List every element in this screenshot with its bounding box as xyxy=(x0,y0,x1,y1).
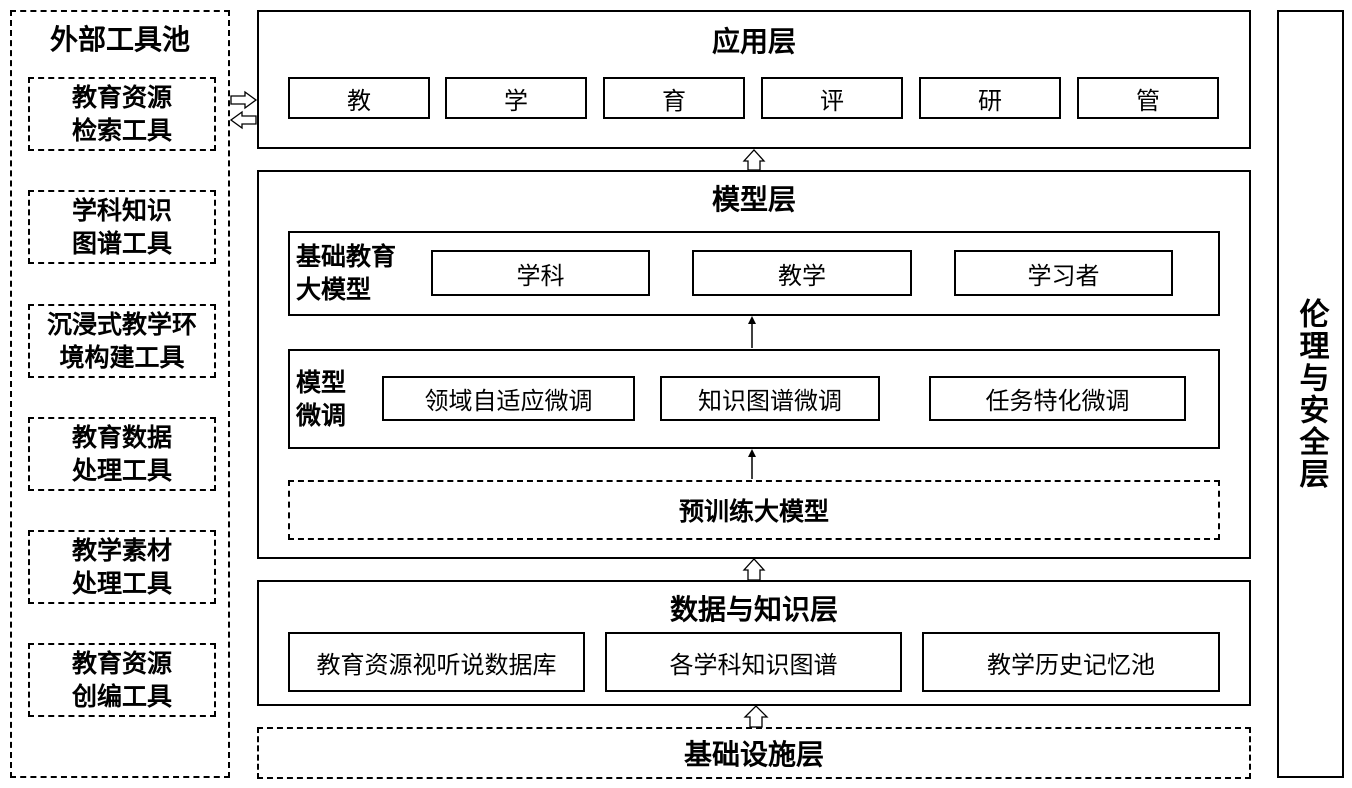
finetune-item-domain: 领域自适应微调 xyxy=(382,376,635,421)
external-tool-pool-title: 外部工具池 xyxy=(49,23,190,56)
ethics-safety-layer-title: 伦理与安全层 xyxy=(1293,298,1329,490)
tool-material: 教学素材 处理工具 xyxy=(28,530,216,604)
hollow-arrow-up-infra-data xyxy=(743,705,769,728)
base-model-item-subject: 学科 xyxy=(431,250,650,296)
data-item-subject-kg: 各学科知识图谱 xyxy=(605,632,902,692)
hollow-arrow-up-data-model xyxy=(742,558,766,581)
finetune-item-kg: 知识图谱微调 xyxy=(660,376,880,421)
hollow-arrow-up-model-app xyxy=(742,149,766,171)
data-knowledge-layer-title: 数据与知识层 xyxy=(669,593,838,626)
tool-immersive-env: 沉浸式教学环 境构建工具 xyxy=(28,304,216,378)
base-model-label: 基础教育 大模型 xyxy=(296,242,397,304)
data-item-av-database: 教育资源视听说数据库 xyxy=(288,632,585,692)
infrastructure-layer: 基础设施层 xyxy=(257,727,1251,779)
tool-edu-data: 教育数据 处理工具 xyxy=(28,417,216,491)
model-layer: 模型层 xyxy=(257,170,1251,559)
app-item-evaluate: 评 xyxy=(761,77,903,119)
tool-knowledge-graph: 学科知识 图谱工具 xyxy=(28,190,216,264)
finetune-box xyxy=(288,349,1220,449)
app-item-nurture: 育 xyxy=(603,77,745,119)
external-tool-pool: 外部工具池 xyxy=(10,10,230,778)
app-item-learn: 学 xyxy=(445,77,587,119)
pretrain-model-label: 预训练大模型 xyxy=(678,497,829,526)
hollow-arrow-right xyxy=(230,90,258,110)
app-item-teach: 教 xyxy=(288,77,430,119)
app-item-research: 研 xyxy=(919,77,1061,119)
data-item-history-pool: 教学历史记忆池 xyxy=(922,632,1220,692)
base-model-item-teaching: 教学 xyxy=(692,250,912,296)
application-layer: 应用层 xyxy=(257,10,1251,149)
infrastructure-layer-title: 基础设施层 xyxy=(683,738,824,771)
base-model-item-learner: 学习者 xyxy=(954,250,1173,296)
model-layer-title: 模型层 xyxy=(711,183,796,216)
finetune-item-task: 任务特化微调 xyxy=(929,376,1186,421)
app-item-manage: 管 xyxy=(1077,77,1219,119)
tool-resource-authoring: 教育资源 创编工具 xyxy=(28,643,216,717)
base-model-box xyxy=(288,231,1220,316)
data-knowledge-layer: 数据与知识层 xyxy=(257,580,1251,706)
hollow-arrow-left xyxy=(229,110,257,130)
application-layer-title: 应用层 xyxy=(711,25,796,58)
ethics-safety-layer: 伦理与安全层 xyxy=(1277,10,1344,778)
finetune-label: 模型 微调 xyxy=(296,368,347,430)
tool-resource-search: 教育资源 检索工具 xyxy=(28,77,216,151)
pretrain-model-box: 预训练大模型 xyxy=(288,480,1220,540)
